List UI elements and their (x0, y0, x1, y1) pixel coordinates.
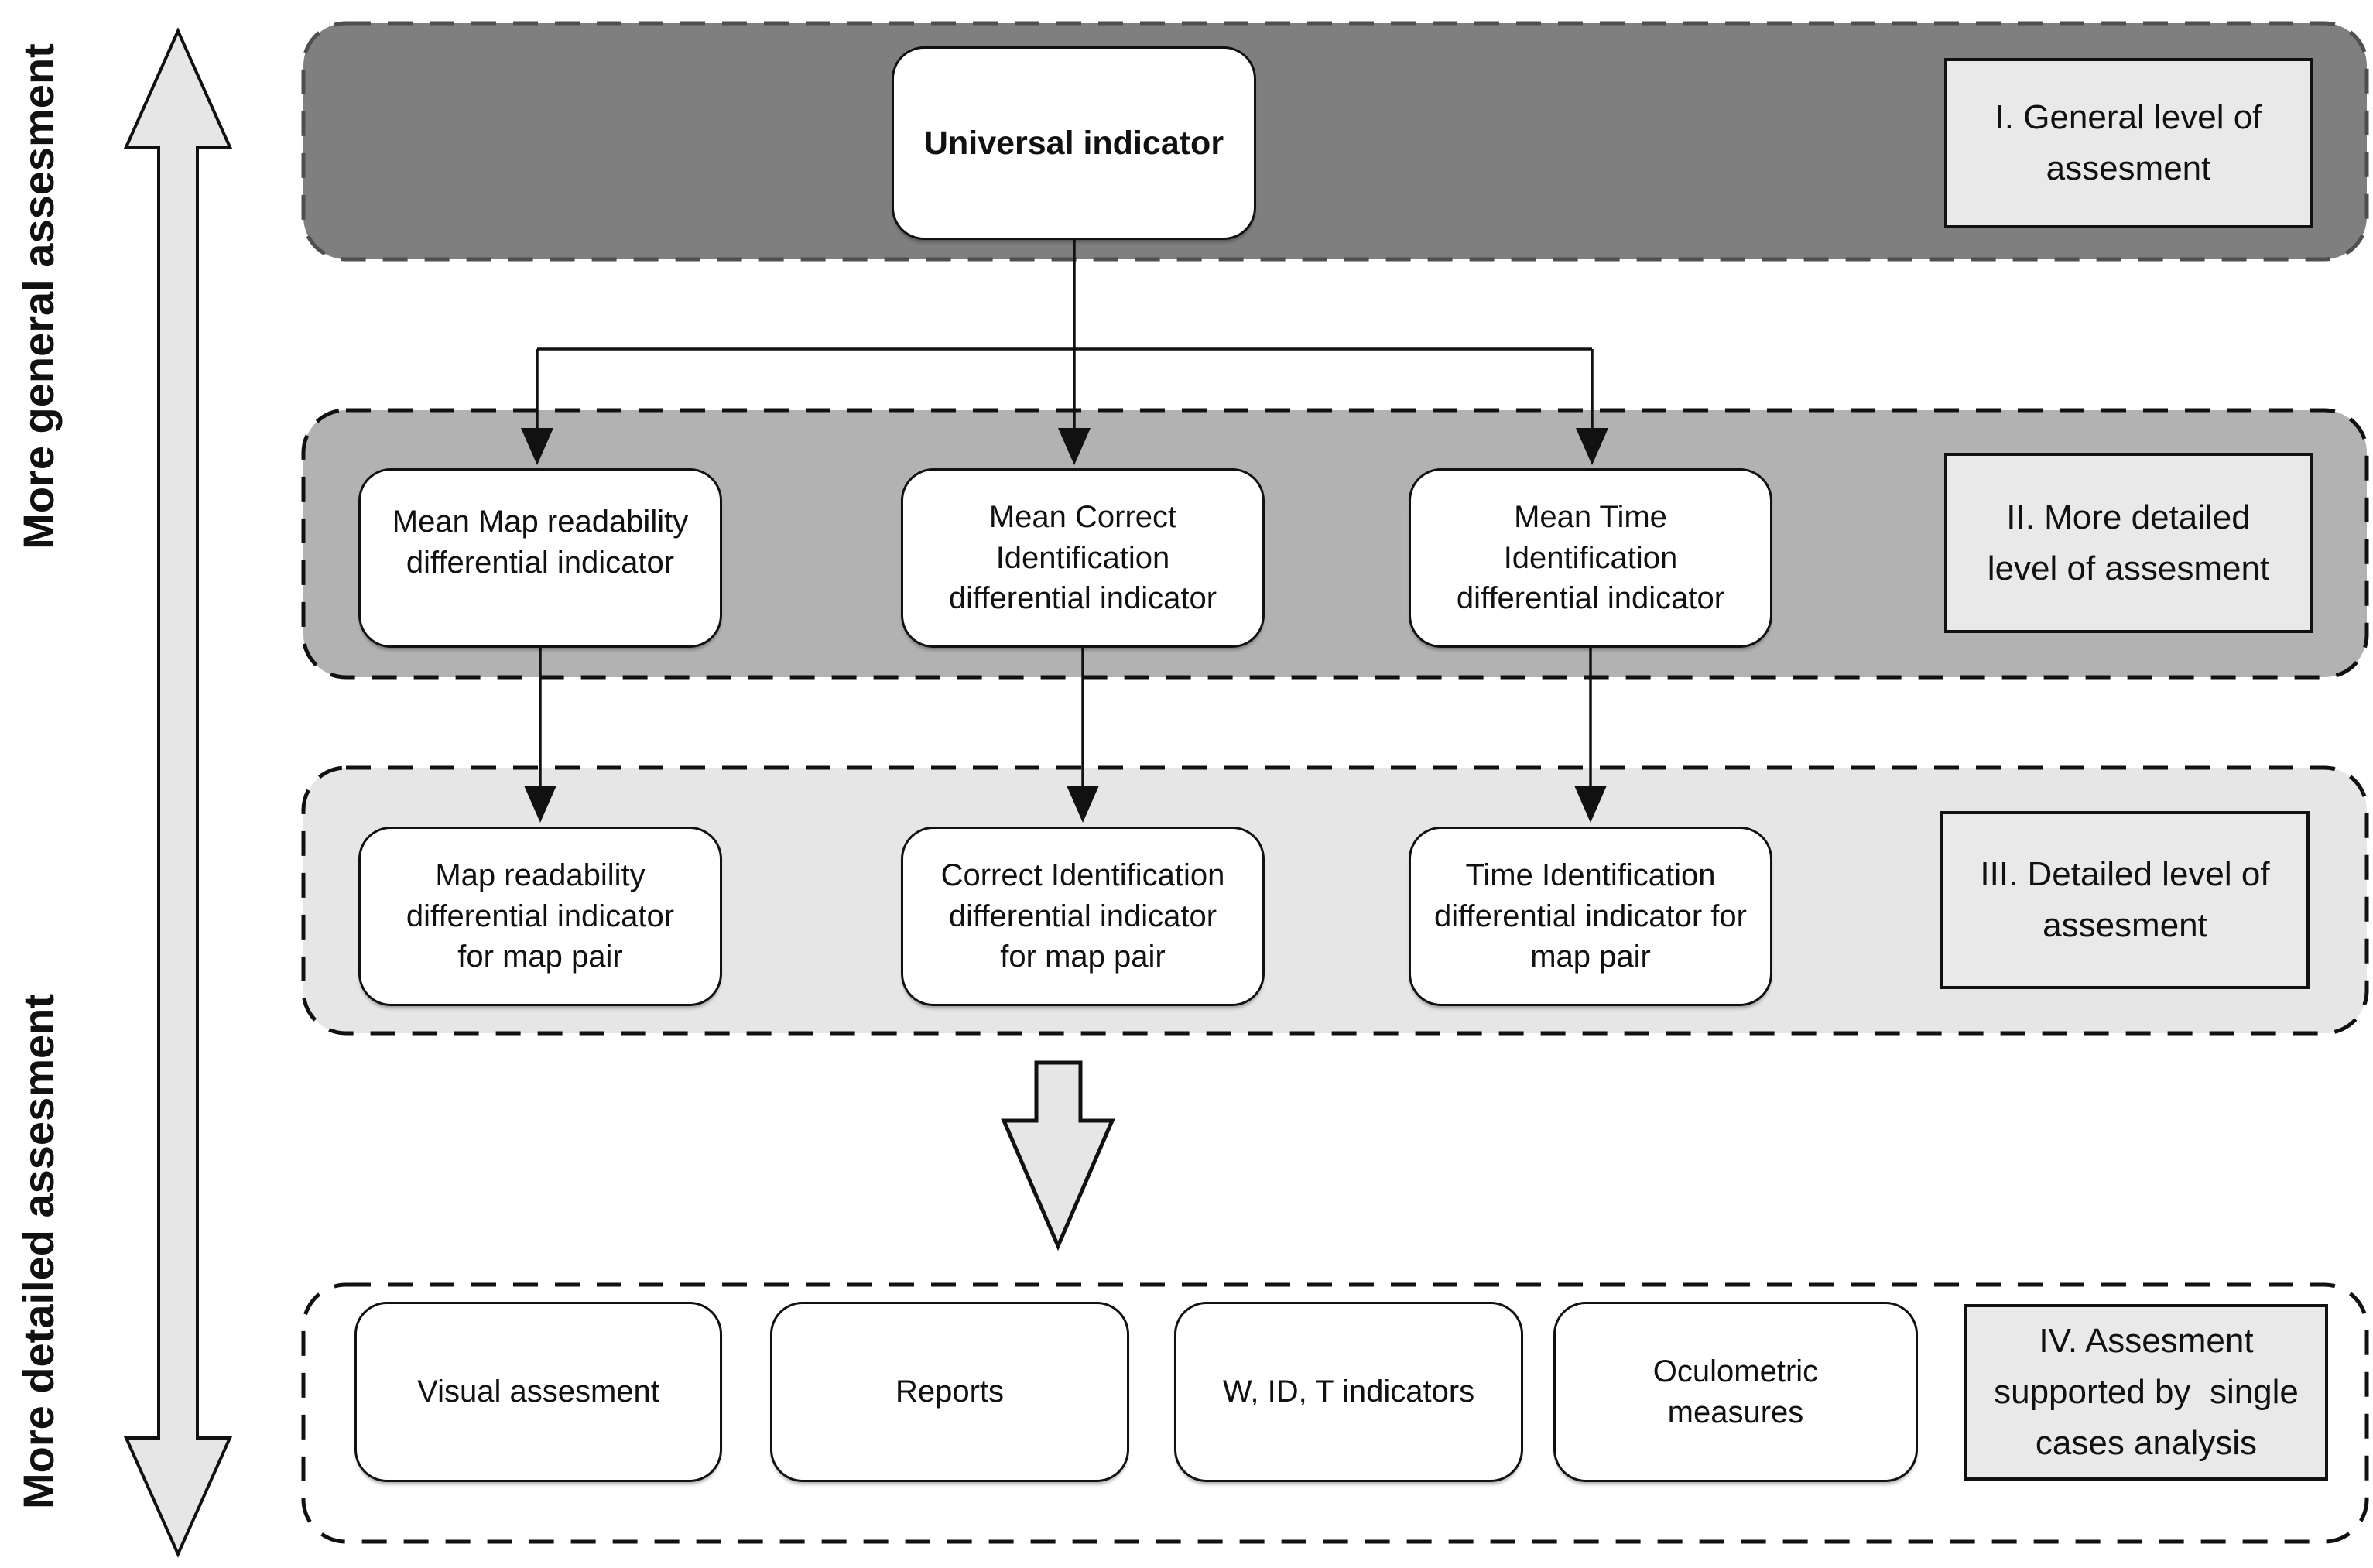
node-reports-label: Reports (895, 1375, 1005, 1409)
node-w-id-t-indicators: W, ID, T indicators (1174, 1302, 1523, 1482)
node-mean-map-readability-label: Mean Map readability differential indica… (392, 505, 689, 580)
node-mean-correct-identification: Mean Correct Identification differential… (901, 468, 1265, 648)
level-2-side-label-text: II. More detailed level of assesment (1987, 498, 2270, 587)
arrowhead-to-mean-time (1576, 428, 1608, 465)
node-reports: Reports (770, 1302, 1129, 1482)
node-mean-time-identification: Mean Time Identification differential in… (1409, 468, 1772, 648)
arrowhead-to-mean-map (521, 428, 553, 465)
arrowhead-to-map-readability-pair (524, 786, 556, 823)
band-level-3 (301, 765, 2369, 1036)
arrowhead-to-time-id-pair (1574, 786, 1607, 823)
node-oculometric-measures-label: Oculometric measures (1652, 1354, 1819, 1429)
level-1-side-label-text: I. General level of assesment (1995, 98, 2262, 187)
band-level-2 (301, 408, 2369, 680)
node-universal-indicator: Universal indicator (892, 46, 1256, 240)
level-3-side-label: III. Detailed level of assesment (1940, 811, 2310, 989)
down-block-arrow (1001, 1060, 1115, 1251)
node-time-identification-pair: Time Identification differential indicat… (1409, 827, 1772, 1006)
node-correct-identification-pair-label: Correct Identification differential indi… (940, 858, 1225, 974)
node-visual-assesment: Visual assesment (354, 1302, 722, 1482)
node-w-id-t-indicators-label: W, ID, T indicators (1222, 1375, 1475, 1409)
node-mean-time-identification-label: Mean Time Identification differential in… (1456, 499, 1725, 616)
arrowhead-to-mean-correct (1058, 428, 1091, 465)
node-oculometric-measures: Oculometric measures (1553, 1302, 1918, 1482)
general-detailed-axis-arrow (123, 27, 233, 1558)
arrowhead-to-correct-id-pair (1067, 786, 1099, 823)
node-mean-correct-identification-label: Mean Correct Identification differential… (948, 499, 1217, 616)
band-level-1 (301, 21, 2369, 262)
node-correct-identification-pair: Correct Identification differential indi… (901, 827, 1265, 1006)
node-universal-indicator-label: Universal indicator (923, 124, 1224, 162)
level-2-side-label: II. More detailed level of assesment (1944, 453, 2313, 633)
node-map-readability-pair: Map readability differential indicator f… (358, 827, 722, 1006)
axis-label-more-detailed: More detailed assesment (14, 993, 63, 1510)
level-4-side-label-text: IV. Assesment supported by single cases … (1994, 1322, 2299, 1462)
level-4-side-label: IV. Assesment supported by single cases … (1964, 1304, 2328, 1481)
level-1-side-label: I. General level of assesment (1944, 58, 2313, 228)
axis-label-more-general: More general assesment (14, 43, 63, 549)
node-map-readability-pair-label: Map readability differential indicator f… (406, 858, 675, 974)
node-time-identification-pair-label: Time Identification differential indicat… (1434, 858, 1747, 974)
node-mean-map-readability: Mean Map readability differential indica… (358, 468, 722, 648)
level-3-side-label-text: III. Detailed level of assesment (1980, 855, 2270, 944)
node-visual-assesment-label: Visual assesment (417, 1375, 659, 1409)
